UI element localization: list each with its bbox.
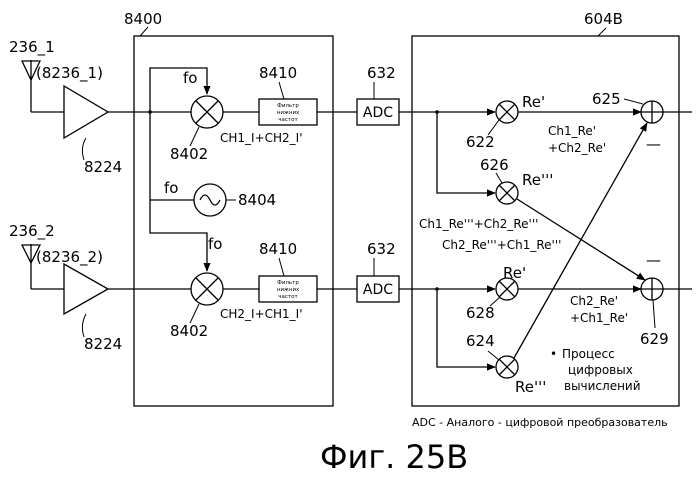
legend: ADC - Аналого - цифровой преобразователь: [412, 416, 668, 429]
multiplier-624-coef: Re''': [515, 378, 546, 396]
summer-625-label: 625: [592, 90, 621, 108]
multiplier-626-coef: Re''': [522, 171, 553, 189]
filter-1-text-3: частот: [278, 117, 298, 123]
summer-625-minus: —: [646, 135, 661, 153]
filter-1-leader: [279, 82, 284, 99]
filter-2-leader: [279, 258, 284, 276]
block-8400-label: 8400: [124, 10, 162, 28]
output-2-line-1: Ch2_Re': [570, 294, 618, 308]
antenna-2-ref: (8236_2): [36, 248, 103, 267]
oscillator-label: 8404: [238, 191, 276, 209]
adc-2-number: 632: [367, 240, 396, 258]
multiplier-626-icon: [496, 182, 518, 204]
summer-625-icon: [641, 101, 663, 123]
summer-629-leader: [653, 300, 655, 328]
channel-2-label: CH2_I+CH1_I': [220, 307, 303, 321]
process-line-1: Процесс: [562, 347, 615, 361]
mixer-2-leader: [190, 304, 199, 323]
mixer-1-label: 8402: [170, 145, 208, 163]
amplifier-2: [64, 264, 108, 314]
multiplier-622-icon: [496, 101, 518, 123]
multiplier-624-leader: [488, 351, 499, 360]
output-1-line-1: Ch1_Re': [548, 124, 596, 138]
multiplier-622-coef: Re': [522, 93, 545, 111]
block-8400-pointer: [140, 27, 148, 36]
filter-2-text-2: нижних: [277, 287, 300, 293]
antenna-2-label: 236_2: [9, 222, 55, 241]
multiplier-624-icon: [496, 356, 518, 378]
amplifier-2-label: 8224: [84, 335, 122, 353]
mixer-1-icon: [191, 96, 223, 128]
summer-629-minus: —: [646, 251, 661, 269]
multiplier-628-label: 628: [466, 304, 495, 322]
block-604b-label: 604B: [584, 10, 623, 28]
channel-1-label: CH1_I+CH2_I': [220, 131, 303, 145]
antenna-1-label: 236_1: [9, 38, 55, 57]
output-1-line-2: +Ch2_Re': [548, 141, 606, 155]
figure-title: Фиг. 25B: [320, 438, 468, 476]
multiplier-628-leader: [490, 297, 500, 306]
block-604b-pointer: [598, 28, 606, 36]
mixer-1-leader: [190, 127, 199, 146]
fo-osc-label: fo: [164, 179, 178, 197]
block-8400-frame: [134, 36, 333, 406]
summer-629-icon: [641, 278, 663, 300]
cross-term-1: Ch1_Re'''+Ch2_Re''': [419, 217, 538, 231]
summer-629-label: 629: [640, 330, 669, 348]
multiplier-626-leader: [496, 173, 502, 183]
fo-bottom-label: fo: [208, 235, 222, 253]
antenna-1-ref: (8236_1): [36, 64, 103, 83]
filter-2-text-3: частот: [278, 294, 298, 300]
cross-term-2: Ch2_Re'''+Ch1_Re''': [442, 238, 561, 252]
filter-2-text-1: Фильтр: [277, 280, 299, 286]
process-bullet: •: [550, 347, 557, 361]
lo-junction: [148, 110, 152, 114]
process-line-2: цифровых: [568, 363, 633, 377]
filter-1-text-2: нижних: [277, 110, 300, 116]
multiplier-628-coef: Re': [503, 264, 526, 282]
adc-1-text: ADC: [363, 105, 393, 121]
adc-1-number: 632: [367, 64, 396, 82]
adc-2-text: ADC: [363, 282, 393, 298]
wire-to-mul624: [437, 289, 495, 367]
amplifier-1-label: 8224: [84, 158, 122, 176]
filter-2-number: 8410: [259, 240, 297, 258]
fo-top-label: fo: [183, 69, 197, 87]
filter-1-number: 8410: [259, 64, 297, 82]
filter-1-text-1: Фильтр: [277, 103, 299, 109]
amplifier-1: [64, 86, 108, 138]
multiplier-624-label: 624: [466, 332, 495, 350]
mixer-2-label: 8402: [170, 322, 208, 340]
mixer-2-icon: [191, 273, 223, 305]
wire-to-mul626: [437, 112, 495, 193]
summer-625-leader: [624, 99, 643, 104]
amplifier-1-leader: [82, 138, 86, 160]
multiplier-622-label: 622: [466, 133, 495, 151]
output-2-line-2: +Ch1_Re': [570, 311, 628, 325]
amplifier-2-leader: [82, 314, 86, 337]
multiplier-626-label: 626: [480, 156, 509, 174]
process-line-3: вычислений: [564, 379, 641, 393]
